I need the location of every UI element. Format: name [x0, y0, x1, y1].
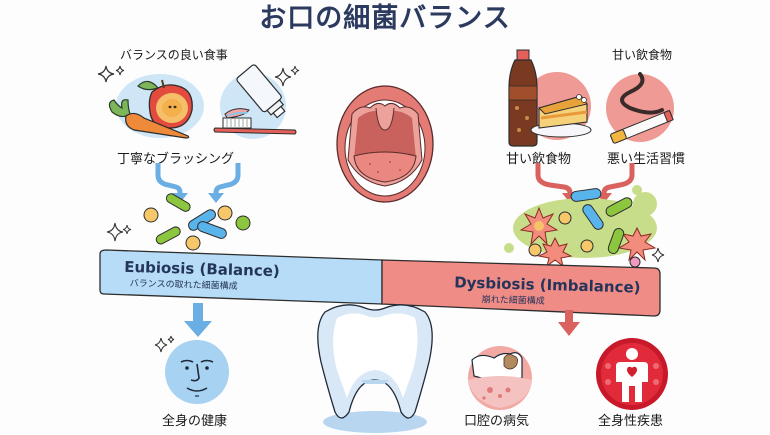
- eubiosis-section: Eubiosis (Balance) バランスの取れた細菌構成: [124, 258, 280, 293]
- balance-bar: [99, 249, 661, 317]
- arrow-down-disease-icon: [558, 310, 580, 336]
- apple-carrot-icon: [108, 74, 204, 139]
- imbalanced-bacteria-icon: [504, 185, 665, 268]
- sweet-food-label: 甘い飲食物: [506, 152, 572, 167]
- tooth-icon: [317, 304, 433, 433]
- sweet-food-top-label: 甘い飲食物: [612, 48, 673, 62]
- careful-brushing-label: 丁寧なブラッシング: [117, 152, 235, 167]
- smiling-face-icon: [154, 335, 229, 404]
- balanced-diet-label: バランスの良い食事: [120, 48, 228, 62]
- dysbiosis-section: Dysbiosis (Imbalance) 崩れた細菌構成: [454, 273, 641, 309]
- oral-disease-label: 口腔の病気: [464, 414, 530, 429]
- soda-cake-icon: [508, 49, 592, 147]
- sparkle-icon: [97, 65, 125, 83]
- overall-health-label: 全身の健康: [162, 414, 228, 429]
- arrow-down-health-icon: [184, 303, 212, 337]
- systemic-disease-label: 全身性疾患: [598, 414, 664, 429]
- bad-habits-label: 悪い生活習慣: [607, 152, 686, 167]
- page-title: お口の細菌バランス: [259, 3, 511, 34]
- open-mouth-icon: [336, 85, 434, 203]
- cigarette-icon: [606, 72, 674, 144]
- decayed-tooth-gum-icon: [468, 346, 532, 410]
- balanced-bacteria-icon: [106, 193, 251, 251]
- human-body-heart-icon: [596, 338, 668, 410]
- toothbrush-toothpaste-icon: [213, 64, 300, 139]
